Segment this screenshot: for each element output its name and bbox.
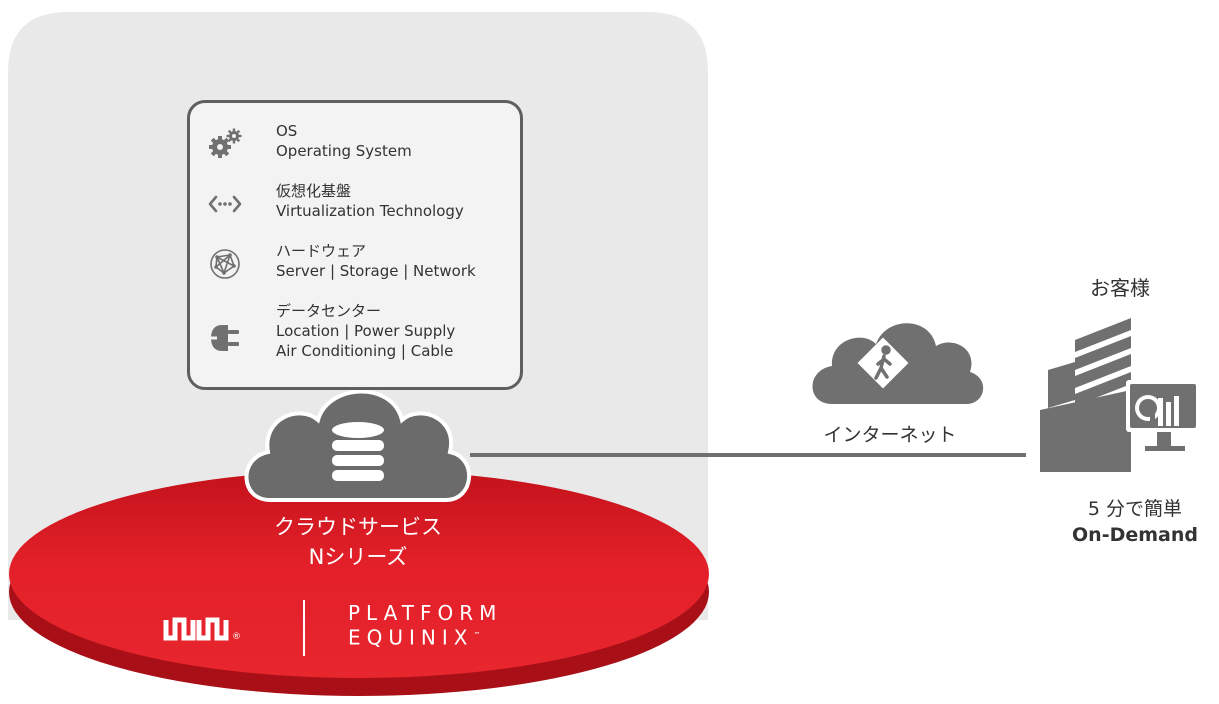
stack-sublabel-datacenter-2: Air Conditioning | Cable [276, 342, 454, 360]
brand-divider [303, 600, 305, 656]
stack-label-hardware: ハードウェア [276, 242, 367, 260]
stack-sublabel-hardware: Server | Storage | Network [276, 262, 476, 280]
internet-label: インターネット [823, 424, 957, 446]
stack-text-hardware: ハードウェア Server | Storage | Network [276, 241, 476, 281]
brand-block: ® PLATFORM EQUINIX™ [160, 600, 580, 660]
stack-sublabel-os: Operating System [276, 142, 412, 160]
stack-text-virtualization: 仮想化基盤 Virtualization Technology [276, 181, 464, 221]
stack-panel: OS Operating System 仮想化基盤 Virtualization… [187, 100, 523, 390]
stack-text-datacenter: データセンター Location | Power Supply Air Cond… [276, 301, 455, 361]
network-globe-icon [210, 249, 240, 279]
platform-line-2: EQUINIX [348, 625, 474, 650]
stack-label-os: OS [276, 122, 298, 140]
stack-text-os: OS Operating System [276, 121, 412, 161]
customer-title: お客様 [1090, 276, 1150, 300]
platform-title: PLATFORM EQUINIX™ [348, 602, 502, 649]
equinix-logo: ® [163, 617, 241, 642]
ondemand-caption: 5 分で簡単 On-Demand [1040, 496, 1219, 548]
gears-icon [209, 128, 242, 158]
service-name: クラウドサービス [274, 515, 442, 539]
trademark-mark: ™ [473, 631, 481, 639]
power-plug-icon [211, 325, 239, 351]
stack-sublabel-datacenter-1: Location | Power Supply [276, 322, 456, 340]
building-monitor-icon [1040, 318, 1200, 472]
stack-label-virtualization: 仮想化基盤 [276, 182, 352, 200]
cloud-pedestrian-icon [812, 323, 984, 404]
registered-mark: ® [232, 632, 241, 642]
stack-sublabel-virtualization: Virtualization Technology [276, 202, 464, 220]
cloud-database-icon [244, 389, 471, 502]
platform-line-1: PLATFORM [348, 601, 503, 625]
virtualization-icon [208, 195, 242, 213]
ondemand-line-1: 5 分で簡単 [1087, 498, 1183, 520]
service-series: Nシリーズ [308, 545, 408, 569]
ondemand-line-2: On-Demand [1072, 524, 1198, 546]
stack-label-datacenter: データセンター [276, 302, 382, 320]
